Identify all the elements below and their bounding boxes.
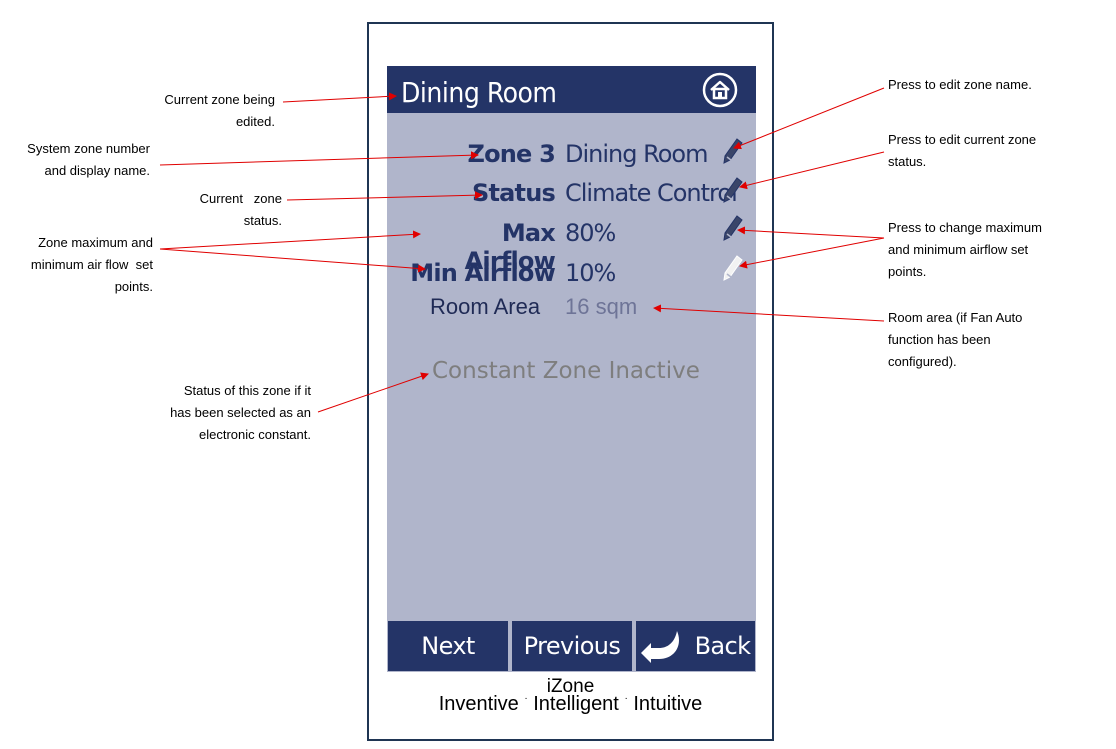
max-airflow-label: Max Airflow	[464, 219, 556, 275]
back-arrow-icon	[640, 631, 679, 663]
edit-min-airflow-button[interactable]	[722, 254, 744, 282]
edit-status-button[interactable]	[722, 176, 744, 204]
annotation-constant-status: Status of this zone if it has been selec…	[170, 383, 311, 442]
zone-title: Dining Room	[401, 76, 557, 109]
next-label: Next	[421, 632, 475, 660]
room-area-label: Room Area	[430, 294, 541, 319]
tagline-intelligent: Intelligent	[533, 693, 619, 715]
edit-max-airflow-button[interactable]	[722, 214, 744, 242]
constant-zone-status: Constant Zone Inactive	[432, 358, 700, 384]
status-label: Status	[472, 179, 556, 207]
zone-number-label: Zone 3	[467, 140, 555, 168]
pencil-icon	[723, 255, 743, 281]
annotation-airflow-points: Zone maximum and minimum air flow set po…	[30, 235, 153, 294]
min-airflow-value: 10%	[565, 259, 616, 287]
edit-zone-name-button[interactable]	[722, 137, 744, 165]
annotation-edit-name: Press to edit zone name.	[888, 77, 1032, 92]
back-label: Back	[694, 632, 751, 660]
previous-label: Previous	[523, 632, 621, 660]
status-value: Climate Control	[565, 179, 738, 207]
home-button[interactable]	[702, 72, 738, 108]
pencil-icon	[723, 177, 743, 203]
annotation-current-zone: Current zone being edited.	[164, 92, 275, 129]
max-airflow-value: 80%	[565, 219, 616, 247]
next-button[interactable]: Next	[388, 621, 508, 671]
min-airflow-label: Min Airflow	[410, 259, 556, 287]
brand-tagline: Inventive · Intelligent · Intuitive	[438, 693, 703, 715]
annotation-system-zone: System zone number and display name.	[27, 141, 150, 178]
zone-display-name: Dining Room	[565, 140, 708, 168]
previous-button[interactable]: Previous	[512, 621, 632, 671]
pencil-icon	[723, 138, 743, 164]
home-icon	[702, 72, 738, 108]
brand-name: iZone	[546, 676, 595, 697]
zone-edit-screen: Dining Room Zone 3 Dining Room Status Cl…	[387, 66, 756, 672]
annotation-room-area: Room area (if Fan Auto function has been…	[888, 310, 1023, 369]
annotation-change-airflow: Press to change maximum and minimum airf…	[888, 220, 1042, 279]
pencil-icon	[723, 215, 743, 241]
tagline-inventive: Inventive	[438, 693, 519, 715]
annotation-current-status: Current zone status.	[199, 191, 282, 228]
tagline-intuitive: Intuitive	[633, 693, 703, 715]
screen-header: Dining Room	[387, 66, 756, 113]
back-button[interactable]: Back	[636, 621, 755, 671]
annotation-edit-status: Press to edit current zone status.	[888, 132, 1037, 169]
room-area-value: 16 sqm	[565, 294, 638, 319]
